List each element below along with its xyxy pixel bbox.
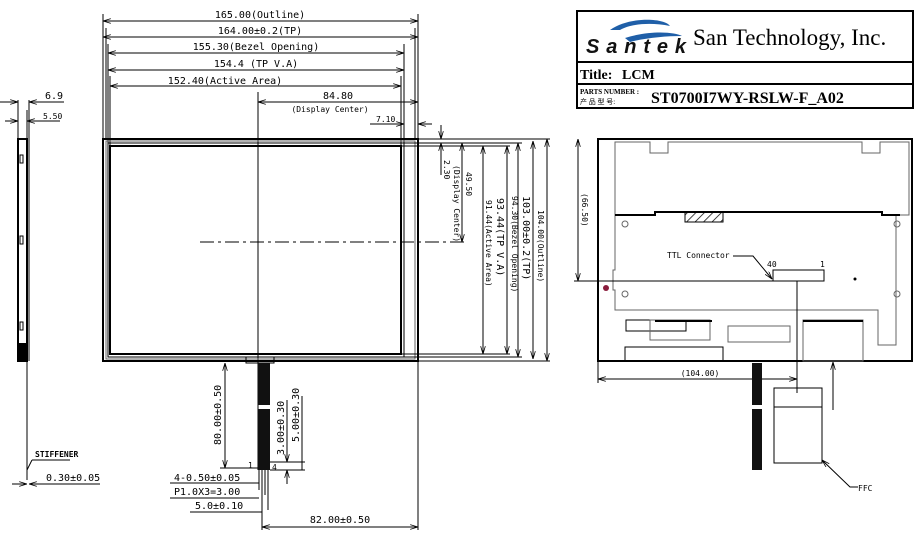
connector-pin-40: 40 [767, 260, 777, 269]
dim-pitch: P1.0X3=3.00 [174, 487, 240, 498]
dim-tp-va-height: 93.44(TP V.A) [494, 198, 505, 276]
title-block: Santek San Technology, Inc. Title: LCM P… [576, 10, 914, 109]
dim-center-y-label: (Display Center) [452, 165, 461, 242]
dim-center-y: 49.50 [464, 172, 473, 196]
dim-fpc-length: 80.00±0.50 [213, 385, 224, 445]
side-view: 6.9 5.50 STIFFENER 0.30±0.05 [0, 91, 100, 484]
front-view: 165.00(Outline) 164.00±0.2(TP) 155.30(Be… [102, 10, 550, 530]
dim-bezel-height: 94.30(Bezel Opening) [510, 196, 519, 292]
dim-outline-width: 165.00(Outline) [215, 10, 305, 21]
dim-fpc-offset: 82.00±0.50 [310, 515, 370, 526]
dim-offset-y: 2.30 [442, 160, 451, 179]
connector-pin-1: 1 [820, 260, 825, 269]
dim-tp-height: 103.00±0.2(TP) [520, 196, 531, 280]
dim-offset-x: 7.10 [376, 115, 395, 124]
parts-number: ST0700I7WY-RSLW-F_A02 [651, 90, 844, 107]
dim-tp-width: 164.00±0.2(TP) [218, 26, 302, 37]
dim-thickness: 6.9 [45, 91, 63, 102]
company-name: San Technology, Inc. [693, 25, 886, 50]
dim-module-thickness: 5.50 [43, 112, 62, 121]
dim-active-width: 152.40(Active Area) [168, 76, 282, 87]
title-label: Title: [580, 68, 612, 83]
dim-stiffener-5: 5.00±0.30 [291, 388, 302, 442]
dim-stiffener-3: 3.00±0.30 [276, 401, 287, 455]
logo-text: Santek [586, 36, 687, 58]
fpc-pin-4: 4 [272, 463, 277, 472]
dim-active-height: 91.44(Active Area) [484, 200, 493, 287]
fpc-pin-1: 1 [248, 461, 253, 470]
dim-center-x-label: (Display Center) [291, 105, 368, 114]
dim-tp-va-width: 154.4 (TP V.A) [214, 59, 298, 70]
stiffener-label: STIFFENER [35, 450, 79, 459]
dim-connector-height: (66.50) [580, 193, 589, 227]
ttl-connector-label: TTL Connector [667, 251, 730, 260]
dim-bezel-width: 155.30(Bezel Opening) [193, 42, 319, 53]
dim-pin-width: 4-0.50±0.05 [174, 473, 240, 484]
ffc-label: FFC [858, 484, 873, 493]
title-value: LCM [622, 68, 655, 83]
dim-connector-offset: (104.00) [681, 369, 720, 378]
santek-logo: Santek [586, 19, 687, 58]
parts-number-label: PARTS NUMBER : [580, 88, 639, 96]
dim-stiffener: 0.30±0.05 [46, 473, 100, 484]
dim-center-x: 84.80 [323, 91, 353, 102]
parts-number-label-cn: 产 品 型 号: [580, 97, 615, 106]
dim-outline-height: 104.00(Outline) [536, 210, 545, 282]
back-view: (66.50) TTL Connector 40 1 (104.00) FFC [574, 138, 913, 493]
dim-fpc-width: 5.0±0.10 [195, 501, 243, 512]
